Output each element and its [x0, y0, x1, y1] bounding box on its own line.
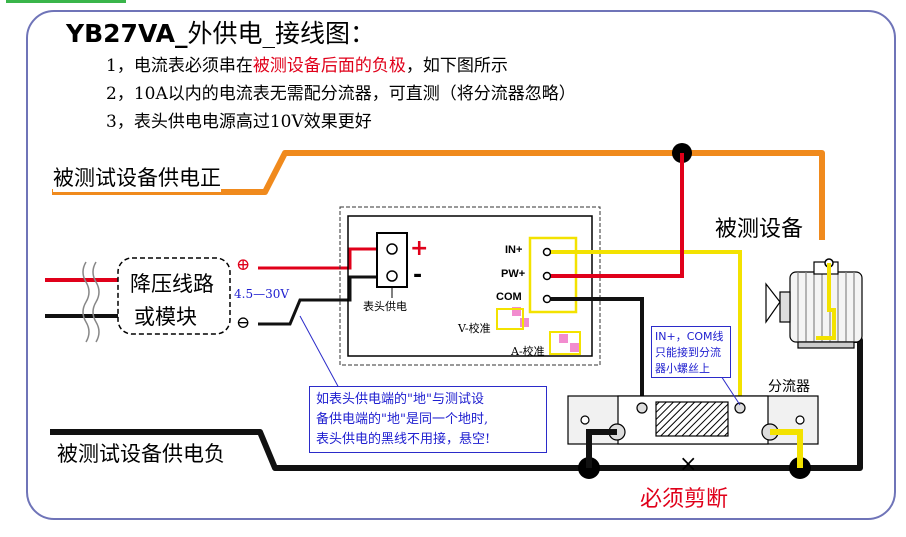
- shunt-note-line-3: 器小螺丝上: [655, 362, 710, 375]
- note-3: 3，表头供电电源高过10V效果更好: [106, 112, 372, 132]
- ground-note-line-2: 备供电端的"地"是同一个地时,: [316, 412, 489, 427]
- a-calibrate-label: A-校准: [511, 345, 545, 358]
- converter-label-1: 降压线路: [130, 272, 214, 296]
- converter-minus-symbol: ⊖: [236, 313, 251, 333]
- label-device-under-test: 被测设备: [715, 217, 804, 242]
- title-model: YB27VA_: [66, 19, 188, 48]
- callout-pointer: [299, 315, 341, 391]
- device-under-test: [765, 261, 863, 349]
- converter-box: [117, 257, 231, 335]
- meter-plus-symbol: +: [410, 236, 429, 261]
- com-label: COM: [496, 291, 522, 303]
- converter-out-red: [258, 247, 390, 270]
- ground-note-line-3: 表头供电的黑线不用接，悬空!: [316, 432, 491, 447]
- ground-note-line-1: 如表头供电端的"地"与测试设: [316, 392, 484, 407]
- shunt-label: 分流器: [768, 379, 810, 395]
- note-1-pre: 1，电流表必须串在: [106, 56, 253, 76]
- pw-plus-wire: [551, 153, 684, 278]
- top-accent-bar: [6, 0, 126, 3]
- diagram-frame: [26, 10, 896, 520]
- title-rest: 外供电_接线图：: [187, 19, 375, 48]
- note-1-post: ，如下图所示: [405, 56, 508, 76]
- ground-note-callout: 如表头供电端的"地"与测试设 备供电端的"地"是同一个地时, 表头供电的黑线不用…: [309, 386, 547, 453]
- v-calibrate-label: V-校准: [458, 322, 491, 335]
- device-to-shunt-wire: [816, 263, 836, 340]
- converter-voltage: 4.5—30V: [234, 287, 290, 301]
- supply-connector: [376, 232, 408, 288]
- shunt-note-line-2: 只能接到分流: [655, 346, 721, 359]
- note-2: 2，10A以内的电流表无需配分流器，可直测（将分流器忽略）: [106, 84, 576, 104]
- meter-supply-label: 表头供电: [363, 300, 407, 313]
- cut-mark-icon: ×: [679, 452, 698, 477]
- converter-plus-symbol: ⊕: [236, 255, 251, 275]
- note-1-highlight: 被测设备后面的负极: [252, 56, 406, 76]
- in-plus-label: IN+: [505, 244, 523, 256]
- must-cut-label: 必须剪断: [640, 487, 729, 512]
- shunt-note-line-1: IN+，COM线: [655, 330, 724, 343]
- meter-outer: [339, 206, 601, 366]
- label-positive-supply: 被测试设备供电正: [53, 162, 221, 192]
- shunt-left-black: [586, 429, 617, 468]
- positive-supply-wire: [52, 150, 825, 240]
- com-wire: [551, 297, 644, 404]
- meter-inner: [347, 215, 593, 357]
- meter-minus-symbol: -: [413, 263, 423, 288]
- note-1: 1，电流表必须串在被测设备后面的负极，如下图所示: [106, 51, 508, 76]
- label-negative-supply: 被测试设备供电负: [57, 442, 225, 466]
- page-title: YB27VA_外供电_接线图：: [66, 14, 375, 50]
- converter-label-2: 或模块: [134, 305, 197, 329]
- in-plus-wire: [551, 250, 742, 404]
- shunt-right-yellow: [770, 429, 803, 468]
- wave-break-mark: [82, 261, 100, 343]
- shunt: [567, 395, 819, 445]
- pw-plus-label: PW+: [501, 268, 526, 280]
- shunt-note-callout: IN+，COM线 只能接到分流 器小螺丝上: [651, 326, 731, 378]
- converter-out-black: [258, 275, 390, 326]
